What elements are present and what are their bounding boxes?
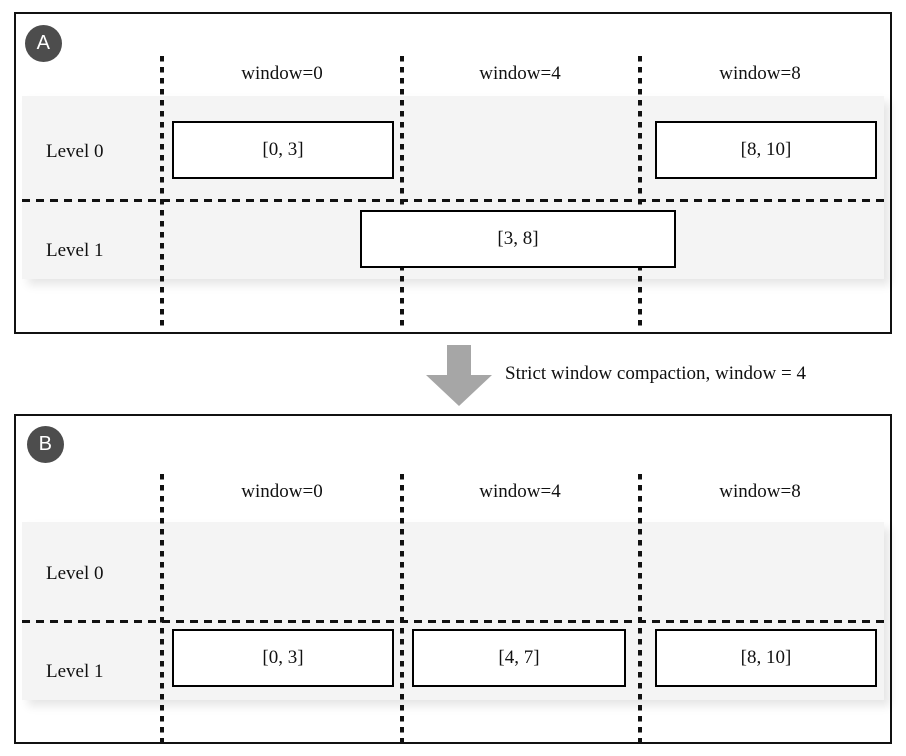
down-arrow-icon bbox=[426, 345, 492, 406]
panel-b: B window=0 window=4 window=8 Level 0 Lev… bbox=[14, 414, 892, 744]
interval-box[interactable]: [4, 7] bbox=[412, 629, 626, 687]
transition-caption: Strict window compaction, window = 4 bbox=[505, 363, 806, 384]
interval-box[interactable]: [8, 10] bbox=[655, 121, 877, 179]
panel-b-badge: B bbox=[27, 426, 64, 463]
window-separator-0 bbox=[160, 56, 164, 331]
panel-a-column-header-2: window=8 bbox=[719, 63, 801, 84]
interval-box[interactable]: [3, 8] bbox=[360, 210, 676, 268]
window-separator-1 bbox=[400, 474, 404, 742]
panel-b-column-header-1: window=4 bbox=[479, 481, 561, 502]
panel-b-column-header-2: window=8 bbox=[719, 481, 801, 502]
panel-a: A window=0 window=4 window=8 Level 0 Lev… bbox=[14, 12, 892, 334]
panel-b-column-header-0: window=0 bbox=[241, 481, 323, 502]
window-separator-1 bbox=[400, 56, 404, 331]
window-separator-2 bbox=[638, 474, 642, 742]
panel-b-level-0-label: Level 0 bbox=[46, 563, 104, 584]
panel-a-column-header-0: window=0 bbox=[241, 63, 323, 84]
panel-a-level-divider bbox=[22, 199, 884, 202]
panel-a-level-0-label: Level 0 bbox=[46, 141, 104, 162]
panel-a-column-header-1: window=4 bbox=[479, 63, 561, 84]
panel-a-level-1-label: Level 1 bbox=[46, 240, 104, 261]
window-separator-0 bbox=[160, 474, 164, 742]
interval-box[interactable]: [8, 10] bbox=[655, 629, 877, 687]
window-separator-2 bbox=[638, 56, 642, 331]
panel-b-level-divider bbox=[22, 620, 884, 623]
interval-box[interactable]: [0, 3] bbox=[172, 629, 394, 687]
panel-b-level-1-label: Level 1 bbox=[46, 661, 104, 682]
interval-box[interactable]: [0, 3] bbox=[172, 121, 394, 179]
panel-a-badge: A bbox=[25, 25, 62, 62]
